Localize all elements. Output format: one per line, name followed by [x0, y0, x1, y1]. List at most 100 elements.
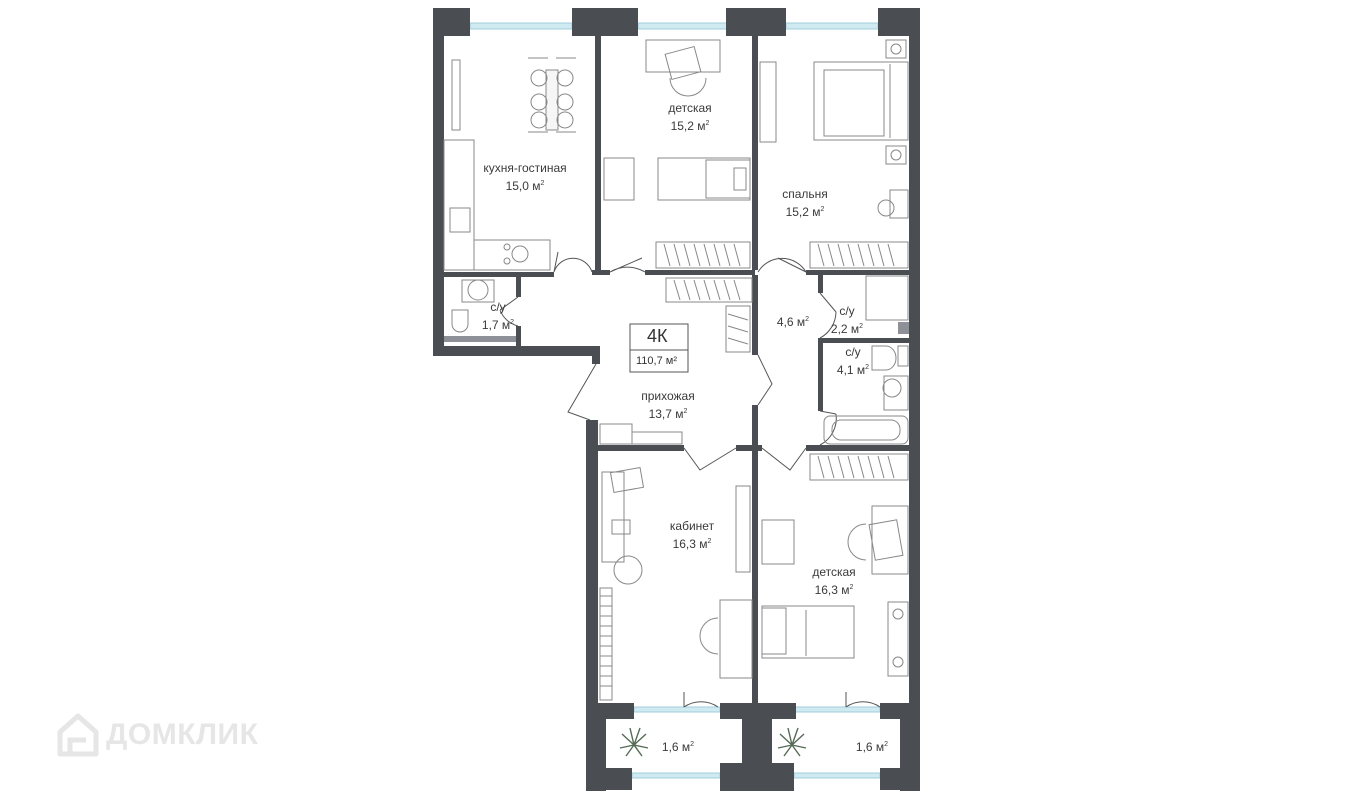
- kitchen-sink: [449, 207, 471, 233]
- plan-total-area: 110,7 м²: [636, 355, 677, 367]
- shoe-rack: [599, 423, 633, 445]
- window-balcony2-outer: [793, 772, 881, 779]
- room-office: кабинет 16,3 м2: [652, 518, 732, 552]
- wall-partition: [736, 445, 762, 451]
- wall-partition: [752, 275, 758, 355]
- shower: [865, 275, 909, 321]
- room-name: спальня: [782, 187, 828, 201]
- door-office: [683, 447, 737, 471]
- room-balcony2: 1,6 м2: [855, 740, 889, 754]
- room-child1: детская 15,2 м2: [640, 100, 740, 134]
- door-hall-right: [757, 354, 773, 406]
- shelf: [761, 519, 795, 565]
- wall-partition: [444, 272, 554, 277]
- wall-partition: [752, 445, 758, 703]
- door-child2: [761, 447, 807, 471]
- room-bedroom: спальня 15,2 м2: [760, 186, 850, 220]
- wall-partition: [645, 270, 755, 275]
- plant-icon: [619, 727, 649, 757]
- room-area: 2,2 м: [830, 322, 860, 336]
- room-area: 4,1 м: [836, 363, 866, 377]
- door-bedroom: [757, 257, 807, 273]
- room-area: 13,7 м: [648, 407, 684, 421]
- wall-partition: [818, 275, 823, 293]
- wall-partition: [898, 322, 909, 334]
- plant-icon: [777, 727, 807, 757]
- wall-pillar: [742, 703, 772, 771]
- tv-stand: [759, 61, 777, 143]
- door-balcony1: [683, 692, 719, 708]
- desk: [645, 39, 721, 73]
- wall-partition: [818, 445, 910, 451]
- furniture: [443, 39, 909, 701]
- wall-partition: [598, 445, 684, 451]
- room-area: 1,6 м: [661, 740, 691, 754]
- room-area: 15,2 м: [670, 119, 706, 133]
- plan-type-label: 4К: [647, 326, 668, 346]
- window-child1: [637, 22, 729, 30]
- room-balcony1: 1,6 м2: [661, 740, 695, 754]
- nightstand: [885, 145, 907, 165]
- window-bedroom: [785, 22, 879, 30]
- toilet: [871, 345, 897, 371]
- room-area: 1,6 м: [855, 740, 885, 754]
- wall-partition: [806, 445, 820, 451]
- vanity: [889, 189, 909, 219]
- room-area: 1,7 м: [481, 318, 511, 332]
- wall-partition: [752, 405, 758, 445]
- door-kitchen: [553, 251, 593, 273]
- window-balcony2-inner: [789, 706, 881, 713]
- wall-bath1: [444, 336, 516, 342]
- door-bath3: [819, 410, 837, 446]
- watermark: ДОМКЛИК: [56, 712, 258, 758]
- cabinet: [887, 601, 909, 677]
- desk: [719, 599, 753, 679]
- wall-left: [433, 8, 444, 356]
- room-area: 15,2 м: [785, 205, 821, 219]
- plan-badge-box: [629, 323, 689, 373]
- kitchen-chairs: [528, 57, 576, 133]
- desk: [871, 505, 909, 575]
- room-area: 15,0 м: [505, 179, 541, 193]
- room-bath1: с/у 1,7 м2: [478, 299, 518, 333]
- bed: [657, 157, 751, 201]
- room-name: с/у: [839, 304, 855, 318]
- door-balcony2: [845, 692, 881, 708]
- wardrobe: [809, 241, 909, 269]
- shelf: [603, 157, 635, 201]
- nightstand: [885, 39, 907, 59]
- room-corridor: 4,6 м2: [776, 315, 810, 329]
- kitchen-counter: [473, 239, 551, 271]
- room-name: прихожая: [641, 389, 695, 403]
- wardrobe: [655, 241, 751, 269]
- wall-pillar: [586, 768, 632, 790]
- wardrobe: [809, 453, 909, 481]
- kitchen-table: [545, 69, 559, 131]
- window-balcony1-inner: [633, 706, 721, 713]
- wall-pillar: [572, 8, 638, 36]
- room-name: с/у: [490, 300, 506, 314]
- wall-partition: [595, 30, 601, 272]
- wall-pillar: [598, 703, 634, 719]
- room-bath3: с/у 4,1 м2: [830, 344, 876, 378]
- wall-bath1: [433, 346, 598, 356]
- room-name: детская: [812, 565, 856, 579]
- chair: [664, 45, 702, 81]
- double-bed: [813, 61, 909, 141]
- window-balcony1-outer: [631, 772, 721, 779]
- cabinet: [735, 485, 751, 573]
- bookshelf: [599, 587, 613, 701]
- kitchen-counter: [443, 139, 475, 271]
- wall-partition: [752, 30, 758, 270]
- kitchen-stove: [511, 245, 529, 263]
- bench: [631, 431, 683, 445]
- room-name: кухня-гостиная: [483, 161, 567, 175]
- door-entrance: [567, 363, 597, 421]
- room-area: 4,6 м: [776, 315, 806, 329]
- wall-bath1: [516, 326, 521, 352]
- room-bath2: с/у 2,2 м2: [824, 303, 870, 337]
- wall-left-lower: [586, 420, 598, 790]
- room-kitchen: кухня-гостиная 15,0 м2: [470, 160, 580, 194]
- window-kitchen: [469, 22, 573, 30]
